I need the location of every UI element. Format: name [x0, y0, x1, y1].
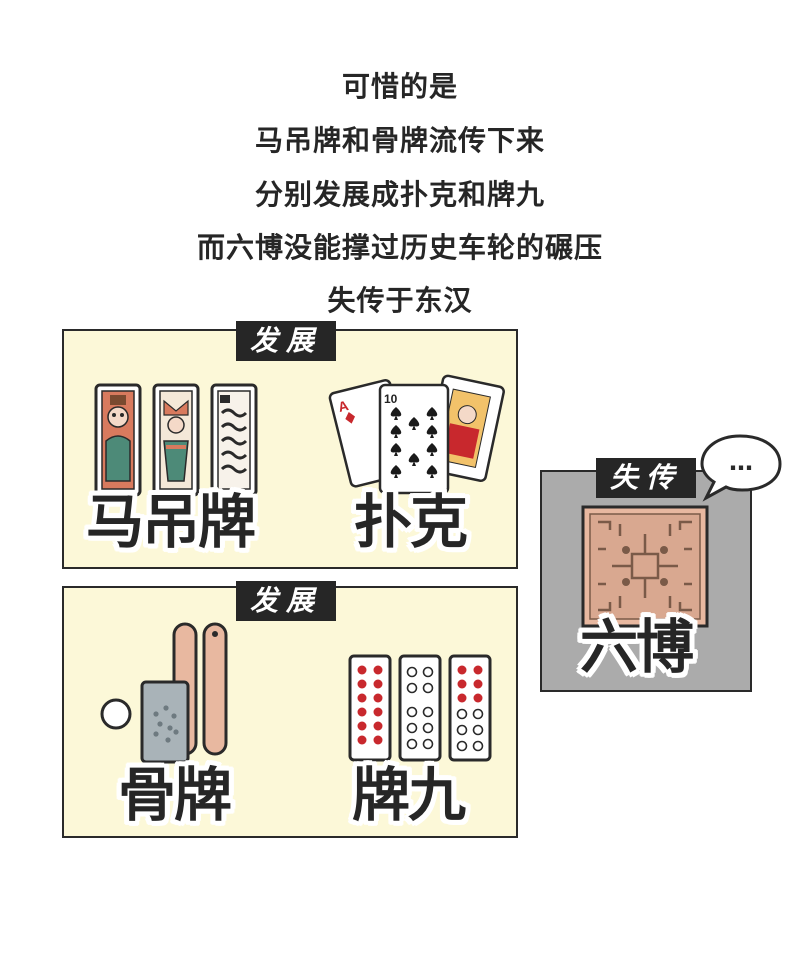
card-rank: 10 [384, 392, 398, 406]
ace-rank: A [336, 397, 350, 415]
pip-icon [373, 693, 383, 703]
spade-icon [390, 407, 402, 420]
pip-icon [406, 738, 418, 750]
spade-icon [426, 443, 438, 456]
pip-icon [406, 682, 418, 694]
spade-icon [408, 453, 420, 466]
pip-icon [406, 722, 418, 734]
pip-icon [373, 707, 383, 717]
speech-bubble: … [700, 434, 782, 502]
madiao-card-3 [210, 383, 258, 497]
pip-icon [472, 724, 484, 736]
pip-icon [457, 693, 467, 703]
madiao-card-2 [152, 383, 200, 497]
pip-icon [357, 693, 367, 703]
pip-icon [472, 708, 484, 720]
paijiu-tile-2 [398, 654, 442, 762]
pip-icon [457, 665, 467, 675]
madiao-card-1 [94, 383, 142, 497]
bubble-ellipsis: … [729, 448, 753, 476]
pip-icon [373, 721, 383, 731]
spade-icon [390, 425, 402, 438]
ten-of-spades-card: 10 [378, 383, 450, 495]
pip-icon [473, 693, 483, 703]
spade-icon [408, 417, 420, 430]
caption-line-3: 分别发展成扑克和牌九 [254, 178, 545, 211]
pip-icon [422, 666, 434, 678]
paijiu-tiles-illustration [348, 654, 492, 762]
tag-lost: 失传 [596, 458, 697, 498]
tag-develop-bottom: 发展 [236, 581, 337, 621]
pip-icon [472, 740, 484, 752]
pip-icon [373, 735, 383, 745]
pip-icon [357, 679, 367, 689]
madiao-cards-illustration [94, 383, 258, 497]
bone-tiles-illustration [100, 622, 228, 764]
pip-icon [357, 707, 367, 717]
caption-line-5: 失传于东汉 [327, 284, 473, 317]
pip-icon [422, 722, 434, 734]
liubo-board-illustration [581, 505, 709, 628]
caption-line-1: 可惜的是 [341, 70, 458, 103]
spade-icon [426, 425, 438, 438]
spade-icon [390, 443, 402, 456]
spade-icon [426, 465, 438, 478]
panel-liubo: 六博 [540, 470, 752, 692]
liubo-label: 六博 [580, 613, 694, 681]
paijiu-tile-1 [348, 654, 392, 762]
pip-icon [373, 665, 383, 675]
caption-line-2: 马吊牌和骨牌流传下来 [254, 124, 545, 157]
pip-icon [357, 721, 367, 731]
spade-icon [426, 407, 438, 420]
pip-icon [373, 679, 383, 689]
pip-icon [422, 682, 434, 694]
paijiu-label: 牌九 [352, 761, 466, 829]
pip-icon [406, 706, 418, 718]
tag-develop-top: 发展 [236, 321, 337, 361]
poker-label: 扑克 [354, 488, 468, 556]
pip-icon [457, 679, 467, 689]
pip-icon [357, 735, 367, 745]
panel-bone-paijiu: 骨牌 牌九 [62, 586, 518, 838]
panel-madiao-poker: A 10 马吊牌 扑克 [62, 329, 518, 569]
poker-cards-illustration: A 10 [328, 374, 505, 495]
pip-icon [422, 738, 434, 750]
pip-icon [357, 665, 367, 675]
pip-icon [456, 724, 468, 736]
pip-icon [456, 740, 468, 752]
pip-icon [473, 679, 483, 689]
pip-icon [473, 665, 483, 675]
madiao-label: 马吊牌 [86, 488, 256, 556]
pip-icon [406, 666, 418, 678]
pip-icon [422, 706, 434, 718]
caption-line-4: 而六博没能撑过历史车轮的碾压 [196, 231, 603, 264]
pip-icon [456, 708, 468, 720]
bone-tiles-label: 骨牌 [118, 761, 232, 829]
paijiu-tile-3 [448, 654, 492, 762]
spade-icon [390, 465, 402, 478]
